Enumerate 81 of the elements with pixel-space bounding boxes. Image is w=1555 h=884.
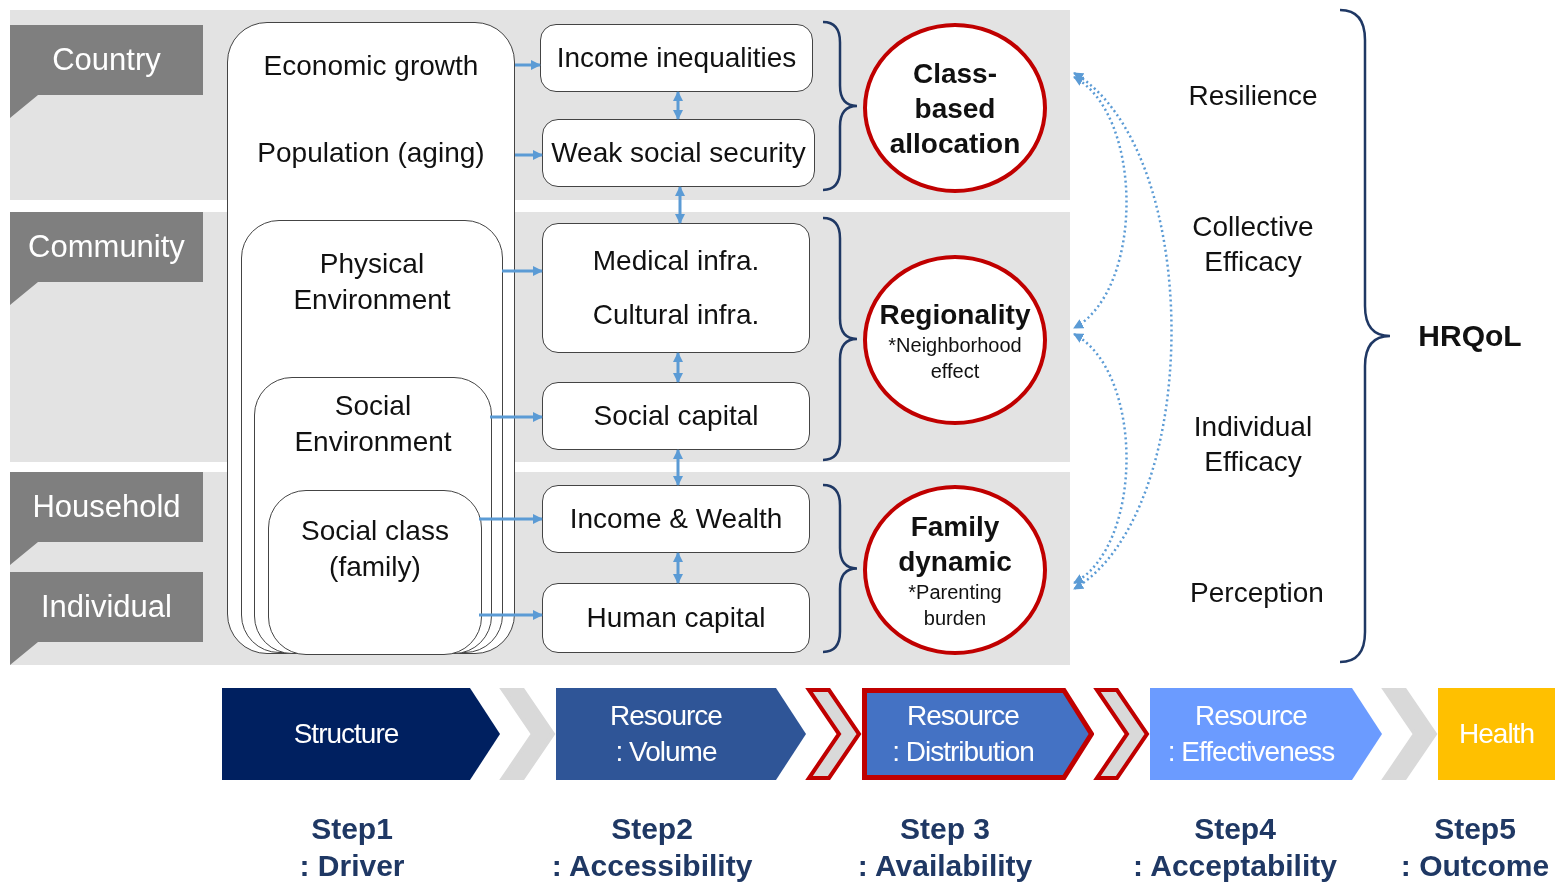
arrow: [479, 514, 543, 524]
environment-box: [268, 490, 482, 655]
node-label: : Volume: [615, 735, 717, 769]
step-label: Step 3: [899, 811, 991, 846]
dotted-arrow: [1073, 72, 1173, 590]
stage-banner: [1438, 688, 1555, 780]
arrow: [502, 266, 543, 276]
chevron-arrow: [1093, 688, 1150, 780]
resource-box: [542, 485, 810, 553]
node-label: Economic growth: [262, 49, 480, 83]
arrow: [673, 352, 683, 383]
node-label: : Effectiveness: [1167, 735, 1335, 769]
hrqol-label: HRQoL: [1417, 318, 1523, 353]
chevron-arrow: [805, 688, 862, 780]
environment-box: [254, 377, 492, 654]
arrow: [673, 552, 683, 584]
arrow: [673, 91, 683, 120]
node-label: Population (aging): [256, 136, 486, 170]
driver-box: [227, 22, 515, 654]
chevron-arrow: [1381, 688, 1438, 780]
level-tab: [10, 212, 203, 305]
node-label: Resource: [610, 699, 722, 733]
level-tab: [10, 572, 203, 665]
step-label: : Outcome: [1399, 848, 1551, 883]
outcome-label: Resilience: [1187, 79, 1319, 113]
node-label: Cultural infra.: [592, 298, 760, 332]
step-label: : Accessibility: [550, 848, 754, 883]
node-label: Income & Wealth: [569, 502, 783, 536]
outcome-label: Collective Efficacy: [1191, 210, 1315, 279]
node-label: Physical Environment: [292, 247, 452, 317]
node-label: Income inequalities: [556, 41, 797, 75]
node-label: *Neighborhood effect: [887, 332, 1023, 384]
arrow: [515, 60, 541, 70]
node-label: Weak social security: [551, 136, 806, 170]
node-label: Class-based allocation: [888, 56, 1022, 161]
resource-box: [542, 119, 815, 187]
node-label: Family dynamic: [897, 510, 1013, 579]
step-label: : Availability: [856, 848, 1034, 883]
resource-box: [542, 583, 810, 653]
node-label: Social Environment: [293, 389, 453, 459]
resource-box: [542, 382, 810, 450]
resource-box: [542, 223, 810, 353]
step-label: Step4: [1193, 811, 1277, 846]
node-label: Individual: [40, 588, 173, 626]
arrow: [479, 610, 543, 620]
node-label: Community: [27, 228, 186, 266]
node-label: Resource: [907, 699, 1019, 733]
node-label: Health: [1459, 717, 1534, 751]
node-label: Medical infra.: [592, 244, 760, 278]
environment-box: [241, 220, 503, 653]
step-label: Step1: [310, 811, 394, 846]
step-label: Step2: [610, 811, 694, 846]
node-label: Social class (family): [300, 514, 450, 584]
node-label: Human capital: [586, 601, 766, 635]
node-label: *Parenting burden: [907, 580, 1003, 631]
arrow: [515, 150, 543, 160]
step-label: : Driver: [298, 848, 406, 883]
resource-box: [540, 24, 813, 92]
level-tab: [10, 472, 203, 565]
outcome-label: Individual Efficacy: [1192, 410, 1314, 479]
arrow: [673, 449, 683, 486]
node-label: : Distribution: [892, 735, 1034, 769]
stage-banner: [1150, 688, 1382, 780]
arrow: [490, 412, 543, 422]
step-label: Step5: [1433, 811, 1517, 846]
arrow: [675, 186, 685, 224]
node-label: Country: [51, 41, 162, 79]
node-label: Social capital: [593, 399, 759, 433]
stage-banner: [862, 688, 1094, 780]
node-label: Resource: [1195, 699, 1307, 733]
node-label: Household: [31, 488, 182, 526]
dotted-arrow: [1073, 76, 1128, 329]
stage-banner: [556, 688, 806, 780]
chevron-arrow: [499, 688, 556, 780]
step-label: : Acceptability: [1132, 848, 1338, 883]
node-label: Regionality: [879, 297, 1031, 332]
outcome-label: Perception: [1189, 576, 1325, 610]
stage-banner: [222, 688, 500, 780]
dotted-arrow: [1073, 333, 1128, 584]
level-tab: [10, 25, 203, 118]
node-label: Structure: [293, 717, 399, 751]
